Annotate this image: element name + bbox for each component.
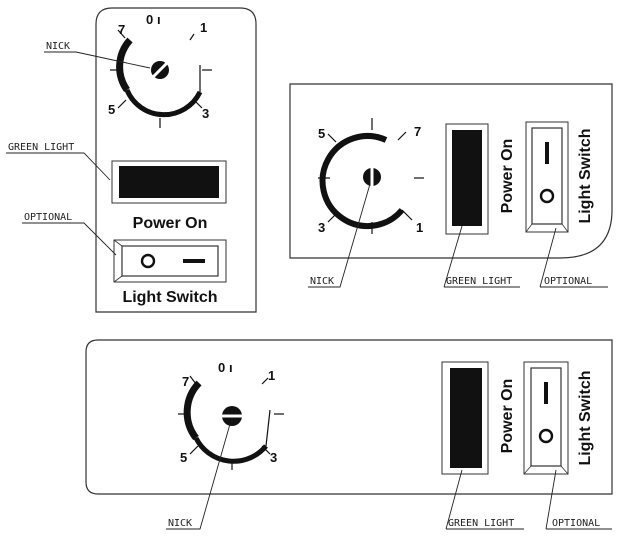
panel-horizontal-outline	[289, 83, 613, 259]
dial-num-7: 7	[182, 374, 189, 389]
power-on-label: Power On	[133, 215, 208, 232]
power-on-label-vertical: Power On	[499, 139, 516, 214]
nick-slot-icon	[151, 61, 169, 79]
dial-tick	[193, 99, 203, 109]
leader-nick	[308, 183, 371, 288]
dial-one-mark: ı	[157, 12, 161, 27]
dial-thin-edge	[261, 377, 271, 447]
rocker-on-symbol	[544, 382, 548, 404]
dial-icon: 5 7 3 1	[318, 118, 424, 235]
dial-thick-arc	[319, 133, 405, 230]
dial-icon: 0 ı 7 5 3 1	[108, 12, 212, 128]
panel-vertical-outline	[95, 7, 257, 313]
rocker-bezel	[523, 361, 569, 475]
leader-green-light	[443, 225, 520, 288]
light-switch-label-vertical: Light Switch	[577, 128, 594, 223]
dial-thick-arc-lower	[193, 436, 268, 464]
rocker-switch-icon[interactable]	[523, 361, 569, 475]
leader-optional	[545, 469, 612, 530]
panel-horizontal-rotated: 5 7 3 1 Power On Light Switch NICK GREEN…	[289, 83, 613, 288]
rocker-switch-icon[interactable]	[525, 121, 569, 233]
nick-slot-icon	[222, 406, 242, 426]
rocker-on-symbol	[545, 142, 549, 164]
rocker-on-symbol	[183, 259, 205, 263]
dial-zero: 0	[218, 360, 225, 375]
dial-tick	[117, 99, 127, 109]
power-on-label-vertical: Power On	[499, 379, 516, 454]
panel-wide: 0 ı 7 5 3 1 Power On Light Switch NICK G…	[85, 339, 613, 530]
rocker-body[interactable]	[530, 367, 562, 467]
dial-icon: 0 ı 7 5 3 1	[178, 360, 284, 470]
green-light-lens-icon	[445, 123, 489, 235]
callout-optional: OPTIONAL	[24, 212, 72, 223]
callout-optional: OPTIONAL	[544, 276, 592, 287]
green-light-bezel	[111, 160, 227, 204]
green-light-lens-icon	[111, 160, 227, 204]
callout-nick: NICK	[168, 518, 192, 529]
nick-slot-icon	[363, 168, 381, 186]
green-light-bezel	[441, 361, 489, 475]
rocker-switch-icon[interactable]	[113, 239, 227, 283]
green-light-lens	[119, 166, 219, 198]
green-light-lens	[450, 368, 482, 468]
light-switch-label-vertical: Light Switch	[577, 370, 594, 465]
panel-vertical: 0 ı 7 5 3 1 Power On Light Switch NICK G…	[6, 7, 257, 313]
rocker-off-symbol	[140, 253, 156, 269]
leader-optional	[539, 227, 608, 288]
rocker-off-symbol	[538, 428, 554, 444]
dial-num-5: 5	[318, 126, 325, 141]
rocker-bezel	[113, 239, 227, 283]
knob-nick	[151, 61, 169, 79]
dial-thick-arc-upper	[116, 37, 133, 93]
rocker-bezel	[525, 121, 569, 233]
dial-one-mark: ı	[229, 360, 233, 375]
panel-wide-outline	[85, 339, 613, 495]
callout-green-light: GREEN LIGHT	[8, 142, 74, 153]
dial-num-3: 3	[270, 450, 277, 465]
dial-thin-edge	[189, 33, 201, 92]
dial-num-1: 1	[416, 220, 423, 235]
leader-green-light	[6, 152, 111, 181]
leader-nick	[166, 423, 231, 530]
dial-num-5: 5	[108, 102, 115, 117]
callout-green-light: GREEN LIGHT	[448, 518, 514, 529]
rocker-body[interactable]	[121, 245, 219, 277]
dial-zero: 0	[146, 12, 153, 27]
dial-num-1: 1	[200, 20, 207, 35]
leader-nick	[44, 51, 151, 69]
dial-num-1: 1	[268, 368, 275, 383]
leader-optional	[22, 222, 117, 256]
callout-nick: NICK	[46, 41, 70, 52]
callout-nick: NICK	[310, 276, 334, 287]
light-switch-label: Light Switch	[122, 289, 217, 306]
dial-thick-arc-upper	[183, 380, 202, 441]
dial-num-7: 7	[118, 22, 125, 37]
dial-num-3: 3	[202, 106, 209, 121]
dial-num-7: 7	[414, 124, 421, 139]
leader-green-light	[445, 469, 524, 530]
green-light-bezel	[445, 123, 489, 235]
rocker-body[interactable]	[531, 127, 563, 225]
dial-tick	[117, 29, 126, 39]
callout-green-light: GREEN LIGHT	[446, 276, 512, 287]
rocker-off-symbol	[539, 188, 555, 204]
green-light-lens-icon	[441, 361, 489, 475]
dial-thin-edge	[397, 131, 413, 221]
green-light-lens	[452, 130, 482, 226]
dial-num-3: 3	[318, 220, 325, 235]
callout-optional: OPTIONAL	[552, 518, 600, 529]
dial-thick-arc-lower	[124, 88, 203, 118]
dial-num-5: 5	[180, 450, 187, 465]
